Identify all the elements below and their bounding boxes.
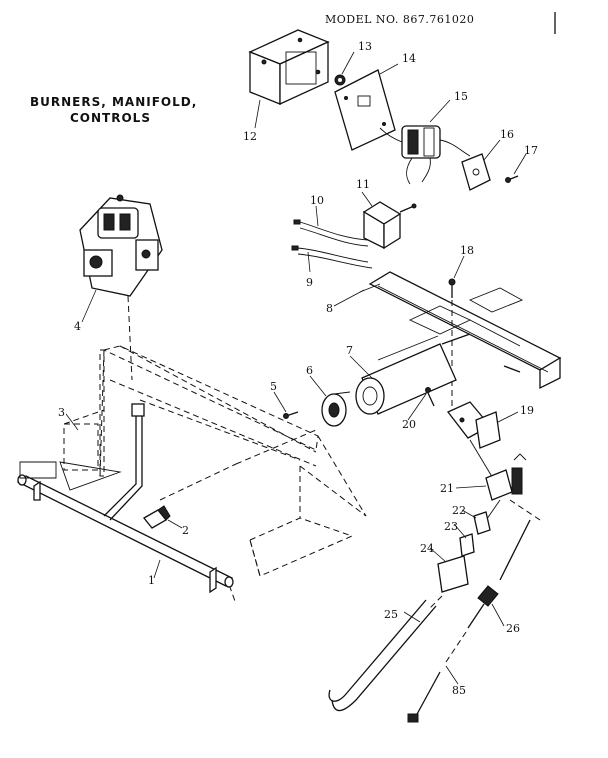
label-part-23: 23 [444, 520, 458, 533]
label-part-3: 3 [58, 406, 65, 419]
label-part-15: 15 [454, 90, 468, 103]
pilot-tube [328, 595, 443, 712]
title-line-1: BURNERS, MANIFOLD, [30, 95, 197, 109]
label-part-24: 24 [420, 542, 434, 555]
model-number: MODEL NO. 867.761020 [325, 13, 474, 26]
label-part-9: 9 [306, 276, 313, 289]
manifold-pipe [16, 461, 234, 594]
orifice [143, 505, 171, 529]
control-box [362, 201, 417, 250]
label-part-17: 17 [524, 144, 538, 157]
pilot-bracket [446, 401, 501, 449]
label-part-26: 26 [506, 622, 520, 635]
label-part-10: 10 [310, 194, 324, 207]
bracket-box [248, 29, 330, 106]
mounting-plate [334, 69, 396, 151]
part-labels: 12 13 14 15 16 17 11 10 9 8 18 7 6 5 20 … [58, 40, 538, 697]
wire-harness [291, 219, 373, 269]
screw-5 [283, 411, 299, 419]
thermocouple [407, 519, 531, 723]
label-part-11: 11 [356, 178, 370, 191]
label-part-2: 2 [182, 524, 189, 537]
label-part-22: 22 [452, 504, 466, 517]
label-part-14: 14 [402, 52, 416, 65]
label-part-1: 1 [148, 574, 155, 587]
supply-tube [103, 403, 145, 521]
label-part-16: 16 [500, 128, 514, 141]
title-line-2: CONTROLS [70, 111, 151, 125]
label-part-4: 4 [74, 320, 81, 333]
label-part-19: 19 [520, 404, 534, 417]
label-part-13: 13 [358, 40, 372, 53]
label-part-5: 5 [270, 380, 277, 393]
air-shutter [321, 391, 351, 427]
label-part-18: 18 [460, 244, 474, 257]
label-part-12: 12 [243, 130, 257, 143]
label-part-8: 8 [326, 302, 333, 315]
burner-channel [359, 271, 562, 390]
nut [334, 74, 346, 86]
label-part-20: 20 [402, 418, 416, 431]
screw-20 [425, 387, 435, 407]
screw-18 [448, 278, 456, 410]
ignitor-module [379, 125, 471, 185]
pilot-assembly [437, 439, 541, 593]
label-part-6: 6 [306, 364, 313, 377]
burner-frame [63, 345, 367, 605]
gas-valve [79, 194, 163, 381]
label-part-25: 25 [384, 608, 398, 621]
switch-block [461, 153, 491, 191]
screw-17 [505, 175, 519, 183]
burner-tube [355, 333, 471, 415]
label-part-85: 85 [452, 684, 466, 697]
leader-lines [65, 51, 527, 685]
label-part-21: 21 [440, 482, 454, 495]
label-part-7: 7 [346, 344, 353, 357]
